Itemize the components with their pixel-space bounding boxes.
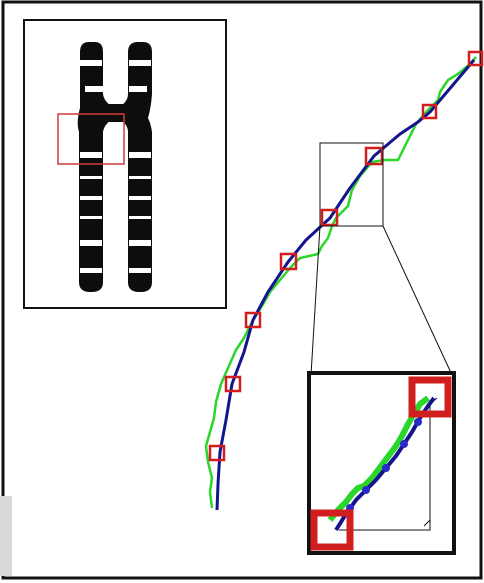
main-path-group bbox=[204, 50, 484, 511]
marker-set bbox=[208, 50, 484, 462]
band bbox=[80, 268, 102, 273]
path-marker bbox=[244, 311, 262, 329]
band bbox=[129, 176, 151, 179]
zoom-dot bbox=[414, 418, 422, 426]
path-marker bbox=[467, 50, 484, 67]
corner-shadow bbox=[0, 496, 12, 576]
zoom-dot bbox=[400, 440, 408, 448]
band bbox=[129, 216, 151, 219]
zoom-path-secondary bbox=[327, 395, 430, 522]
band bbox=[129, 268, 151, 273]
chromosome-inset bbox=[23, 19, 227, 309]
zoom-region-box bbox=[319, 142, 384, 227]
path-marker bbox=[279, 252, 298, 271]
zoom-connector-left bbox=[310, 225, 321, 376]
path-marker bbox=[208, 444, 226, 462]
band bbox=[80, 196, 102, 200]
path-marker bbox=[224, 375, 242, 393]
path-primary bbox=[215, 59, 476, 511]
band bbox=[129, 196, 151, 200]
band bbox=[80, 240, 102, 246]
zoom-inset bbox=[307, 371, 456, 555]
path-marker bbox=[421, 103, 438, 120]
band bbox=[85, 86, 103, 92]
band bbox=[129, 86, 147, 92]
band bbox=[80, 176, 102, 179]
band bbox=[80, 152, 102, 158]
band bbox=[80, 60, 102, 66]
zoom-marker-end bbox=[408, 376, 452, 418]
zoom-guide-tick bbox=[423, 519, 431, 527]
zoom-connector-right bbox=[382, 225, 453, 376]
zoom-connector bbox=[310, 142, 453, 376]
centromere bbox=[100, 104, 132, 122]
path-marker bbox=[320, 208, 339, 227]
chromosome-inset-frame bbox=[23, 19, 227, 309]
zoom-dot bbox=[382, 464, 390, 472]
path-marker bbox=[364, 146, 384, 166]
selection-box bbox=[57, 113, 125, 165]
band bbox=[80, 216, 102, 219]
band bbox=[129, 152, 151, 158]
band bbox=[129, 60, 151, 66]
zoom-marker-start bbox=[310, 509, 354, 551]
zoom-dot bbox=[362, 486, 370, 494]
zoom-dots bbox=[346, 418, 422, 512]
band bbox=[129, 240, 151, 246]
